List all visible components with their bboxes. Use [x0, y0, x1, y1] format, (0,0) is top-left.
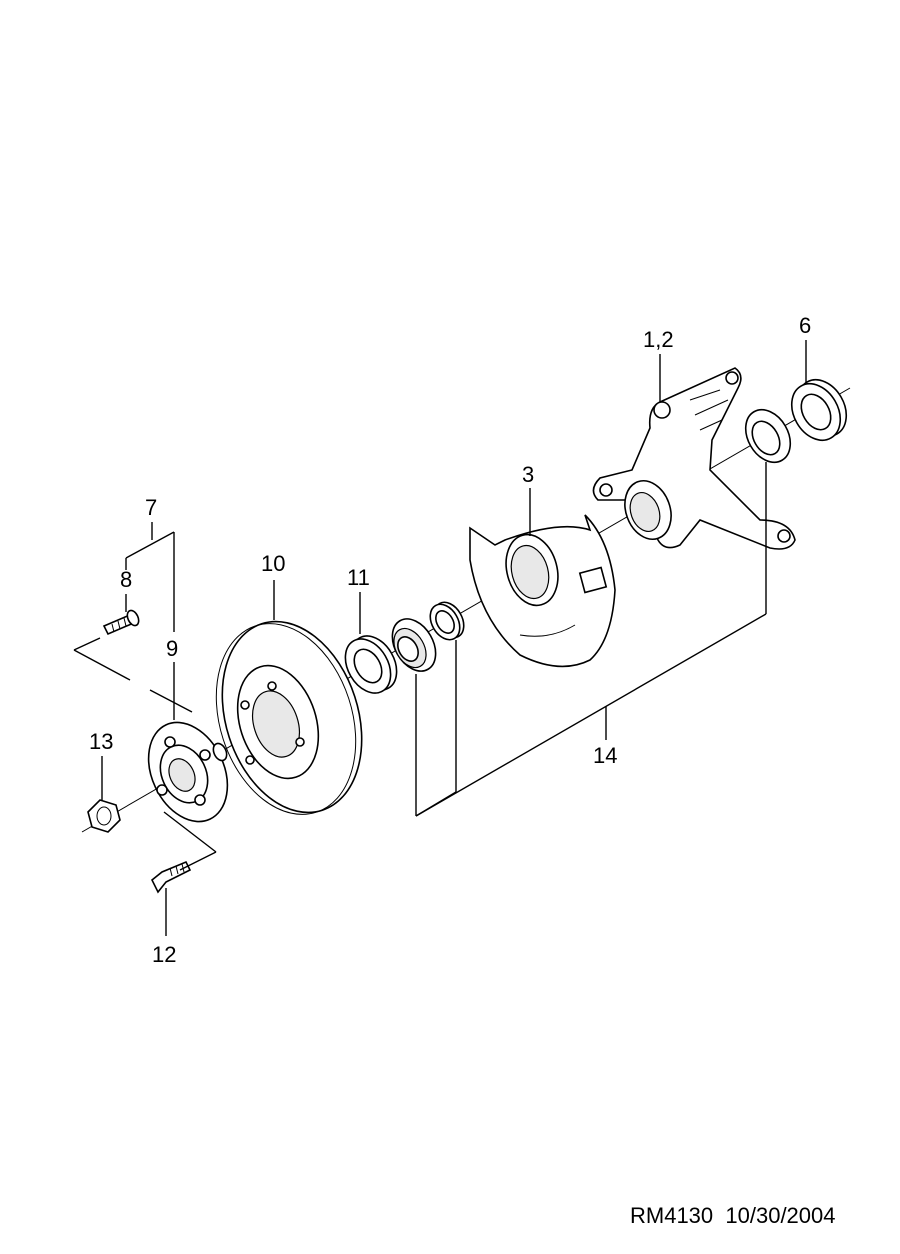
label-part-12: 12: [152, 942, 176, 967]
part-3-dust-shield: [469, 514, 616, 668]
leader-lines: [73, 340, 807, 936]
label-part-6: 6: [799, 313, 811, 338]
label-part-9: 9: [166, 636, 178, 661]
part-1-2-steering-knuckle: [592, 367, 796, 550]
label-part-10: 10: [261, 551, 285, 576]
drawing-date: 10/30/2004: [725, 1203, 836, 1228]
part-6-seal: [790, 378, 848, 442]
label-part-13: 13: [89, 729, 113, 754]
part-14-bearing-inner: [429, 601, 465, 641]
drawing-code: RM4130: [630, 1203, 714, 1228]
label-part-3: 3: [522, 462, 534, 487]
part-11-seal: [344, 635, 398, 694]
label-part-11: 11: [347, 565, 370, 590]
part-12-bolt: [150, 860, 192, 894]
part-14-bearing-outer: [391, 618, 437, 672]
drawing-reference: RM4130 10/30/2004: [630, 1203, 836, 1229]
part-9-wheel-hub: [147, 721, 229, 823]
label-part-7: 7: [145, 495, 157, 520]
part-10-brake-disc: [215, 620, 363, 815]
label-part-14: 14: [593, 743, 617, 768]
label-part-8: 8: [120, 567, 132, 592]
label-part-1-2: 1,2: [643, 327, 674, 352]
part-8-wheel-stud: [102, 609, 140, 636]
part-13-hub-nut: [87, 799, 121, 833]
